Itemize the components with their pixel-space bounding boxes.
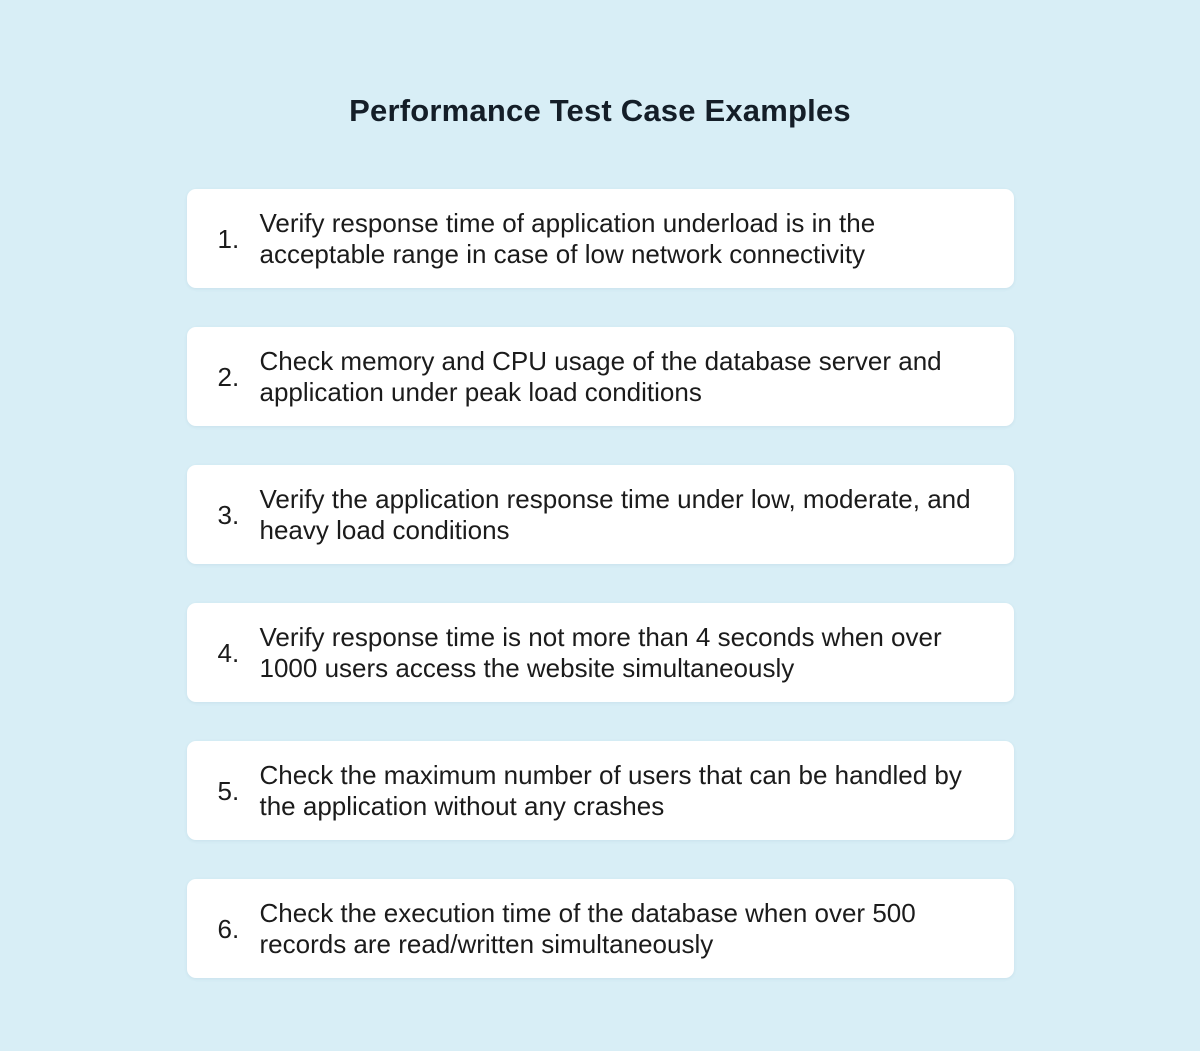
test-case-list: 1. Verify response time of application u… xyxy=(186,189,1014,978)
test-case-text: Check memory and CPU usage of the databa… xyxy=(259,345,942,407)
test-case-card-2: 2. Check memory and CPU usage of the dat… xyxy=(186,327,1014,426)
test-case-card-1: 1. Verify response time of application u… xyxy=(186,189,1014,288)
test-case-text: Check the maximum number of users that c… xyxy=(259,759,962,821)
test-case-card-6: 6. Check the execution time of the datab… xyxy=(186,879,1014,978)
test-case-number: 5. xyxy=(217,776,240,806)
test-case-text: Check the execution time of the database… xyxy=(259,897,916,959)
test-case-text: Verify response time of application unde… xyxy=(259,207,876,269)
test-case-number: 4. xyxy=(217,638,240,668)
test-case-number: 3. xyxy=(217,500,240,530)
test-case-card-4: 4. Verify response time is not more than… xyxy=(186,603,1014,702)
test-case-card-3: 3. Verify the application response time … xyxy=(186,465,1014,564)
test-case-text: Verify the application response time und… xyxy=(259,483,971,545)
page-title: Performance Test Case Examples xyxy=(349,93,851,128)
test-case-number: 2. xyxy=(217,362,240,392)
test-case-text: Verify response time is not more than 4 … xyxy=(259,621,942,683)
test-case-card-5: 5. Check the maximum number of users tha… xyxy=(186,741,1014,840)
test-case-number: 6. xyxy=(217,914,240,944)
test-case-number: 1. xyxy=(217,224,240,254)
